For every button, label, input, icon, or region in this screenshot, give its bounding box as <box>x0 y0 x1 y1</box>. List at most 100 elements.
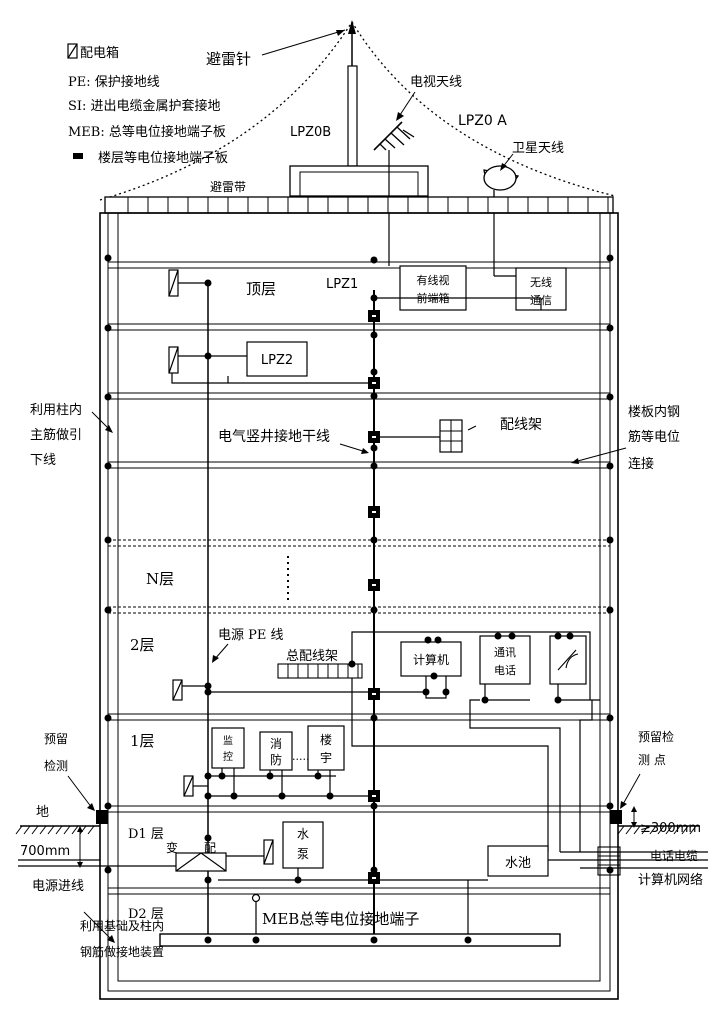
junction-dot <box>434 636 442 644</box>
d1-dist-box-icon <box>263 839 274 865</box>
lightning-rod-label: 避雷针 <box>206 50 251 68</box>
computer-label: 计算机 <box>413 652 449 667</box>
cable-tv-box <box>399 265 467 311</box>
hatch <box>617 825 625 835</box>
depth-700-label: 700mm <box>20 844 70 859</box>
column-dot <box>104 866 112 874</box>
ground-label: 地 <box>36 805 49 820</box>
legend-box-icon <box>67 43 78 59</box>
junction-dot <box>554 632 562 640</box>
junction-dot <box>430 672 438 680</box>
top-floor-label: 顶层 <box>246 280 276 298</box>
d2-label: D2 层 <box>128 907 164 922</box>
ground-level: 预留 检测 地 预留检 测 点 ≥300mm 700mm <box>15 729 701 868</box>
hatch <box>681 825 689 835</box>
column-dot <box>606 324 614 332</box>
hatch <box>55 825 63 835</box>
n-floor: N层 <box>146 556 289 600</box>
hatch <box>23 825 31 835</box>
column-dot <box>606 802 614 810</box>
junction-dot <box>370 294 378 302</box>
floor-2: 2层 电源 PE 线 总配线架 计算机 通讯 电话 <box>130 628 600 852</box>
main-distribution-frame <box>277 663 363 679</box>
lpz2-floor: LPZ2 <box>168 341 368 384</box>
roof-structures: 避雷针 LPZ0B 电视天线 LPZ0 A 卫星天线 <box>99 20 616 277</box>
lpz1-label: LPZ1 <box>326 277 358 292</box>
building-box <box>307 725 345 771</box>
building-line1: 楼 <box>320 732 332 747</box>
floor-bar-slot <box>372 584 376 586</box>
monitor-line2: 控 <box>223 750 233 763</box>
satellite-label: 卫星天线 <box>512 141 564 156</box>
patch-frame-label: 配线架 <box>500 417 542 433</box>
junction-dot <box>204 792 212 800</box>
floor-1: 1层 监 控 消 防 ...... 楼 宇 <box>130 725 368 797</box>
comm-phone-line2: 电话 <box>494 664 516 677</box>
pump-box <box>282 821 324 869</box>
hatch <box>673 825 681 835</box>
fire-box <box>259 731 293 771</box>
junction-dot <box>204 682 212 690</box>
junction-dot <box>424 636 432 644</box>
junction-dot <box>252 936 260 944</box>
floor1-label: 1层 <box>130 732 155 750</box>
foundation-line2: 钢筋做接地装置 <box>80 944 164 959</box>
junction-dot <box>481 696 489 704</box>
d2-floor: D2 层 MEB总等电位接地端子 利用基础及柱内 钢筋做接地装置 <box>80 880 561 959</box>
column-dot <box>104 802 112 810</box>
hatch <box>79 825 87 835</box>
legend-distribution-box: 配电箱 <box>80 45 119 61</box>
floor-bar-slot <box>372 382 376 384</box>
junction-dot <box>266 772 274 780</box>
top-floor-equipment: 顶层 LPZ1 有线视 前端箱 无线 通信 <box>168 265 567 311</box>
junction-dot <box>204 876 212 884</box>
test-point-right <box>610 810 622 824</box>
junction-dot <box>370 444 378 452</box>
junction-dot <box>370 368 378 376</box>
water-tank-box <box>487 845 549 877</box>
legend: 配电箱 PE: 保护接地线 SI: 进出电缆金属护套接地 MEB: 总等电位接地… <box>67 43 228 166</box>
pump-line2: 泵 <box>297 847 309 861</box>
column-dot <box>104 462 112 470</box>
lpz2-dist-box-icon <box>168 346 179 374</box>
hatch <box>689 825 697 835</box>
lightning-rod <box>347 65 358 167</box>
junction-dot <box>370 866 378 874</box>
hatch <box>63 825 71 835</box>
junction-dot <box>204 936 212 944</box>
floor-bonding-bars <box>368 310 380 884</box>
dist-label: 配 <box>204 841 216 855</box>
junction-dot <box>442 688 450 696</box>
meb-label: MEB总等电位接地端子 <box>262 910 419 928</box>
n-floor-label: N层 <box>146 570 174 588</box>
slab-bond-line1: 楼板内钢 <box>628 404 680 420</box>
test-point-left-2: 检测 <box>44 758 68 773</box>
d1-floor: D1 层 变 配 电源进线 水 泵 水池 电话电缆 计算机网络 <box>18 821 708 894</box>
power-pe-label: 电源 PE 线 <box>218 628 284 643</box>
junction-dot <box>204 279 212 287</box>
junction-dot <box>370 462 378 470</box>
hatch <box>39 825 47 835</box>
hatch <box>633 825 641 835</box>
cable-tv-line1: 有线视 <box>417 273 450 287</box>
junction-dot <box>230 792 238 800</box>
column-dot <box>104 714 112 722</box>
column-down-line1: 利用柱内 <box>30 402 82 418</box>
hatch <box>625 825 633 835</box>
column-dot <box>606 536 614 544</box>
lpz2-label: LPZ2 <box>261 353 293 368</box>
junction-dot <box>204 772 212 780</box>
junction-dot <box>508 632 516 640</box>
legend-floor-bar: 楼层等电位接地端子板 <box>98 150 228 166</box>
column-dot <box>606 714 614 722</box>
junction-dot <box>204 688 212 696</box>
lpz0a-label: LPZ0 A <box>458 113 507 129</box>
transformer-box <box>175 852 227 872</box>
legend-si: SI: 进出电缆金属护套接地 <box>68 98 221 114</box>
main-distribution-frame-label: 总配线架 <box>286 649 338 664</box>
side-annotations: 利用柱内 主筋做引 下线 楼板内钢 筋等电位 连接 <box>30 402 680 472</box>
fire-line2: 防 <box>270 752 282 767</box>
test-point-left-1: 预留 <box>44 732 68 746</box>
hatch <box>641 825 649 835</box>
